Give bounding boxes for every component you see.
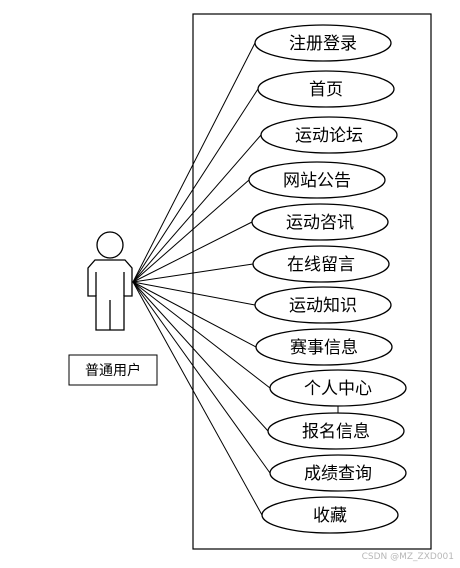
use-case-ellipse: [252, 245, 390, 283]
use-case-online-message: 在线留言: [252, 245, 390, 283]
use-case-ellipse: [257, 70, 395, 108]
association-line-event-info: [132, 281, 257, 348]
use-case-ellipse: [267, 412, 405, 450]
use-case-ellipse: [254, 286, 392, 324]
association-line-favorites: [132, 281, 263, 516]
use-case-label: 网站公告: [283, 171, 351, 191]
association-line-register-login: [132, 42, 256, 283]
use-case-label: 报名信息: [302, 422, 370, 442]
association-line-personal-center: [132, 281, 271, 389]
association-line-sports-forum: [132, 134, 262, 283]
watermark: CSDN @MZ_ZXD001: [361, 552, 454, 562]
association-line-home: [132, 88, 259, 283]
use-case-ellipse: [260, 116, 398, 154]
use-case-favorites: 收藏: [261, 496, 399, 534]
use-case-label: 成绩查询: [304, 464, 372, 484]
use-case-ellipse: [269, 454, 407, 492]
use-case-label: 赛事信息: [290, 337, 358, 358]
association-line-site-announcement: [132, 179, 250, 283]
use-case-label: 在线留言: [287, 255, 355, 275]
actor-figure: [87, 231, 133, 331]
actor-body: [87, 259, 133, 331]
association-line-registration-info: [132, 281, 269, 432]
use-case-sports-knowledge: 运动知识: [254, 286, 392, 324]
use-case-sports-news: 运动咨讯: [251, 203, 389, 241]
use-case-sports-forum: 运动论坛: [260, 116, 398, 154]
use-case-label: 运动咨讯: [286, 213, 354, 233]
use-case-score-query: 成绩查询: [269, 454, 407, 492]
association-line-score-query: [132, 281, 271, 474]
use-case-label: 收藏: [313, 506, 347, 526]
use-case-ellipse: [255, 328, 393, 366]
use-case-personal-center: 个人中心: [269, 369, 407, 407]
actor-label-box: [68, 354, 158, 386]
association-line-online-message: [132, 263, 254, 283]
use-case-ellipse: [269, 369, 407, 407]
use-case-label: 运动知识: [289, 296, 357, 316]
use-case-registration-info: 报名信息: [267, 412, 405, 450]
association-lines: [132, 42, 271, 516]
association-line-sports-news: [132, 221, 253, 283]
use-case-ellipse: [251, 203, 389, 241]
use-case-label: 运动论坛: [295, 126, 363, 146]
use-case-label: 个人中心: [304, 379, 372, 399]
system-boundary: [192, 13, 432, 550]
actor-label: 普通用户: [85, 362, 141, 379]
association-line-sports-knowledge: [132, 281, 256, 306]
use-case-event-info: 赛事信息: [255, 328, 393, 366]
use-case-ellipse: [248, 161, 386, 199]
use-case-ellipse: [261, 496, 399, 534]
use-case-label: 首页: [309, 80, 343, 100]
use-case-register-login: 注册登录: [254, 24, 392, 62]
actor-head: [96, 231, 124, 259]
use-case-site-announcement: 网站公告: [248, 161, 386, 199]
use-case-label: 注册登录: [289, 34, 357, 54]
use-case-home: 首页: [257, 70, 395, 108]
use-case-list: 注册登录首页运动论坛网站公告运动咨讯在线留言运动知识赛事信息个人中心报名信息成绩…: [248, 24, 407, 534]
use-case-ellipse: [254, 24, 392, 62]
